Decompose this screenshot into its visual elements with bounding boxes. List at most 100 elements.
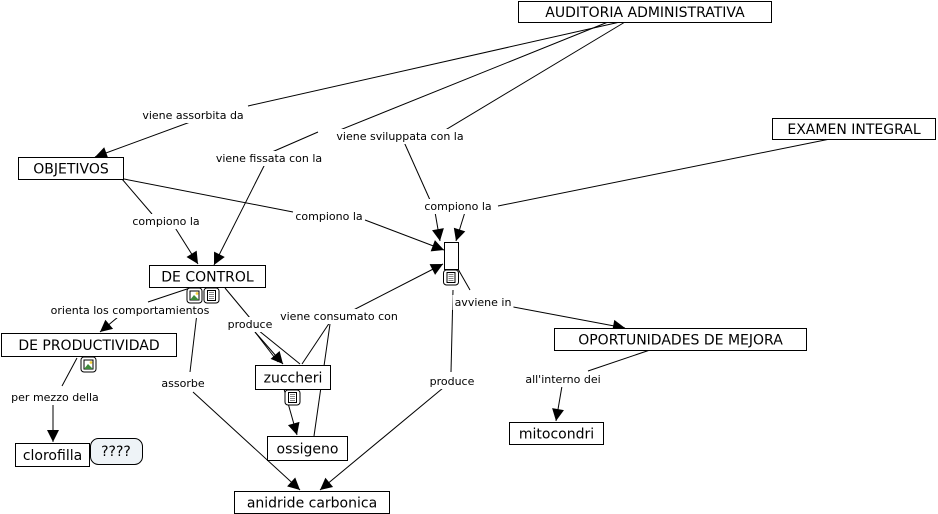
concept-box: [444, 242, 459, 270]
concept-label: anidride carbonica: [247, 496, 377, 512]
connection-line: [457, 268, 471, 291]
connection-line: [121, 178, 153, 215]
concept-label: EXAMEN INTEGRAL: [787, 122, 920, 138]
concept-ossigeno[interactable]: ossigeno: [267, 436, 348, 461]
connection-line: [497, 138, 831, 207]
arrowhead-icon: [95, 147, 109, 159]
concept-label: OPORTUNIDADES DE MEJORA: [578, 333, 783, 349]
arrowhead-icon: [430, 240, 444, 252]
concept-zuccheri[interactable]: zuccheri: [255, 365, 331, 406]
link-label-text: viene consumato con: [280, 310, 398, 323]
concept-mitocondri[interactable]: mitocondri: [509, 422, 604, 445]
connection-line: [94, 120, 194, 158]
concept-oportunidades[interactable]: OPORTUNIDADES DE MEJORA: [554, 328, 807, 351]
connection-line: [247, 21, 621, 107]
document-icon[interactable]: [443, 269, 459, 286]
connection-line: [334, 21, 609, 133]
connection-line: [213, 163, 266, 266]
concept-label: DE PRODUCTIVIDAD: [18, 338, 159, 354]
link-label-text: assorbe: [161, 377, 204, 390]
link-label-consumato[interactable]: viene consumato con: [278, 309, 400, 324]
concept-box: [509, 422, 604, 445]
link-label-fissata[interactable]: viene fissata con la: [213, 151, 325, 166]
concept-box: [772, 118, 936, 140]
arrowhead-icon: [270, 351, 283, 364]
concept-label: OBJETIVOS: [33, 162, 109, 178]
concept-auditoria[interactable]: AUDITORIA ADMINISTRATIVA: [518, 1, 772, 23]
note-bubble[interactable]: ????: [90, 438, 143, 465]
document-icon[interactable]: [284, 389, 301, 406]
connection-line: [507, 305, 626, 329]
arrowhead-icon: [100, 319, 114, 332]
concept-clorofilla[interactable]: clorofilla: [15, 443, 90, 467]
concept-label: zuccheri: [264, 371, 323, 387]
arrowhead-icon: [552, 408, 564, 421]
arrowhead-icon: [287, 477, 300, 490]
connection-line: [61, 357, 78, 387]
concept-box: [255, 365, 331, 390]
connection-line: [301, 321, 331, 365]
link-label-text: compiono la: [132, 215, 199, 228]
link-label-text: compiono la: [424, 200, 491, 213]
link-label-avviene[interactable]: avviene in: [452, 295, 514, 310]
concept-label: clorofilla: [23, 448, 82, 464]
connection-line: [147, 287, 191, 303]
connection-line: [403, 141, 431, 201]
link-label-sviluppata[interactable]: viene sviluppata con la: [334, 129, 466, 144]
concept-box: [18, 157, 124, 180]
concept-box: [518, 1, 772, 23]
concept-empty[interactable]: [443, 242, 459, 286]
concept-box: [15, 443, 90, 467]
link-label-text: viene fissata con la: [216, 152, 322, 165]
concept-anidride[interactable]: anidride carbonica: [234, 491, 390, 514]
connection-line: [271, 131, 319, 153]
link-label-text: viene sviluppata con la: [336, 130, 463, 143]
concept-box: [267, 436, 348, 461]
connection-line: [441, 21, 626, 133]
connection-line: [192, 391, 301, 491]
image-icon[interactable]: [186, 287, 203, 304]
concept-label: AUDITORIA ADMINISTRATIVA: [545, 5, 745, 21]
link-label-produce1[interactable]: produce: [225, 317, 275, 332]
connection-line: [257, 329, 301, 365]
link-label-text: produce: [228, 318, 273, 331]
link-label-assorbita[interactable]: viene assorbita da: [140, 108, 246, 123]
concept-objetivos[interactable]: OBJETIVOS: [18, 157, 124, 180]
link-label-text: orienta los comportamientos: [51, 304, 210, 317]
concept-examen[interactable]: EXAMEN INTEGRAL: [772, 118, 936, 140]
link-label-allinterno[interactable]: all'interno dei: [523, 372, 603, 387]
link-label-produce2[interactable]: produce: [427, 374, 477, 389]
connection-line: [319, 387, 444, 491]
arrowhead-icon: [214, 251, 225, 265]
arrowhead-icon: [320, 477, 334, 490]
concept-productividad[interactable]: DE PRODUCTIVIDAD: [1, 333, 177, 373]
arrowhead-icon: [287, 421, 300, 435]
arrowhead-icon: [47, 430, 59, 442]
link-label-compiono2[interactable]: compiono la: [293, 209, 365, 224]
link-label-text: produce: [430, 375, 475, 388]
connection-line: [587, 349, 651, 372]
arrowhead-icon: [429, 264, 443, 275]
link-label-compiono1[interactable]: compiono la: [130, 214, 202, 229]
concept-control[interactable]: DE CONTROL: [149, 265, 266, 304]
concept-label: ossigeno: [277, 442, 339, 458]
link-label-assorbe[interactable]: assorbe: [159, 376, 207, 391]
concept-box: [554, 328, 807, 351]
concept-label: DE CONTROL: [161, 270, 254, 286]
link-label-permezzo[interactable]: per mezzo della: [9, 390, 101, 405]
connection-line: [364, 219, 445, 251]
arrowhead-icon: [432, 228, 444, 241]
connection-line: [123, 178, 294, 213]
link-label-text: viene assorbita da: [142, 109, 243, 122]
link-label-orienta[interactable]: orienta los comportamientos: [48, 303, 212, 318]
image-icon[interactable]: [80, 356, 97, 373]
link-label-text: all'interno dei: [525, 373, 600, 386]
link-label-text: compiono la: [295, 210, 362, 223]
concept-label: mitocondri: [519, 427, 594, 443]
connection-line: [224, 287, 251, 319]
link-label-compiono3[interactable]: compiono la: [422, 199, 494, 214]
link-label-text: avviene in: [455, 296, 512, 309]
document-icon[interactable]: [203, 287, 220, 304]
